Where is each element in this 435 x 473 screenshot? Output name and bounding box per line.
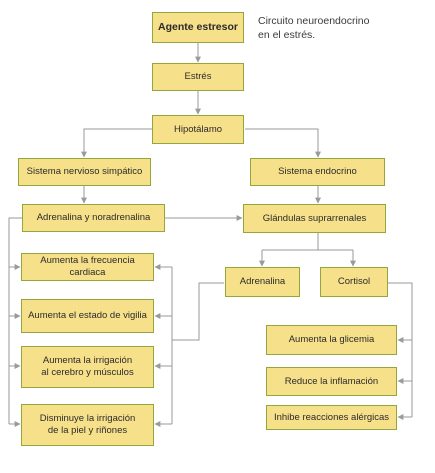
- box-reduce-inflamacion: Reduce la inflamación: [266, 367, 397, 396]
- box-aumenta-estado-vigilia: Aumenta el estado de vigilia: [21, 299, 154, 333]
- box-hipotalamo: Hipotálamo: [152, 115, 244, 144]
- box-agente-estresor: Agente estresor: [152, 12, 244, 43]
- box-aumenta-glicemia: Aumenta la glicemia: [266, 325, 397, 355]
- box-estres: Estrés: [152, 63, 244, 91]
- box-cortisol: Cortisol: [320, 267, 388, 297]
- left-bracket-line: [8, 217, 22, 424]
- arrow-hipotalamo-simpatico: [81, 128, 152, 158]
- adrenalina-bracket-link: [172, 282, 224, 341]
- box-disminuye-irrigacion-piel: Disminuye la irrigación de la piel y riñ…: [21, 404, 154, 446]
- box-inhibe-reacciones-alergicas: Inhibe reacciones alérgicas: [266, 405, 397, 430]
- cortisol-bracket-line: [388, 282, 413, 417]
- arrow-hipotalamo-endocrino: [245, 128, 321, 158]
- box-sistema-endocrino: Sistema endocrino: [250, 158, 385, 186]
- box-aumenta-frecuencia-cardiaca: Aumenta la frecuencia cardiaca: [21, 253, 154, 281]
- box-sistema-nervioso-simpatico: Sistema nervioso simpático: [18, 158, 151, 186]
- box-adrenalina-noradrenalina: Adrenalina y noradrenalina: [22, 204, 165, 232]
- box-aumenta-irrigacion-cerebro: Aumenta la irrigación al cerebro y múscu…: [21, 346, 154, 388]
- box-adrenalina: Adrenalina: [225, 267, 300, 297]
- box-glandulas-suprarrenales: Glándulas suprarrenales: [243, 204, 386, 233]
- diagram-caption: Circuito neuroendocrino en el estrés.: [258, 15, 370, 42]
